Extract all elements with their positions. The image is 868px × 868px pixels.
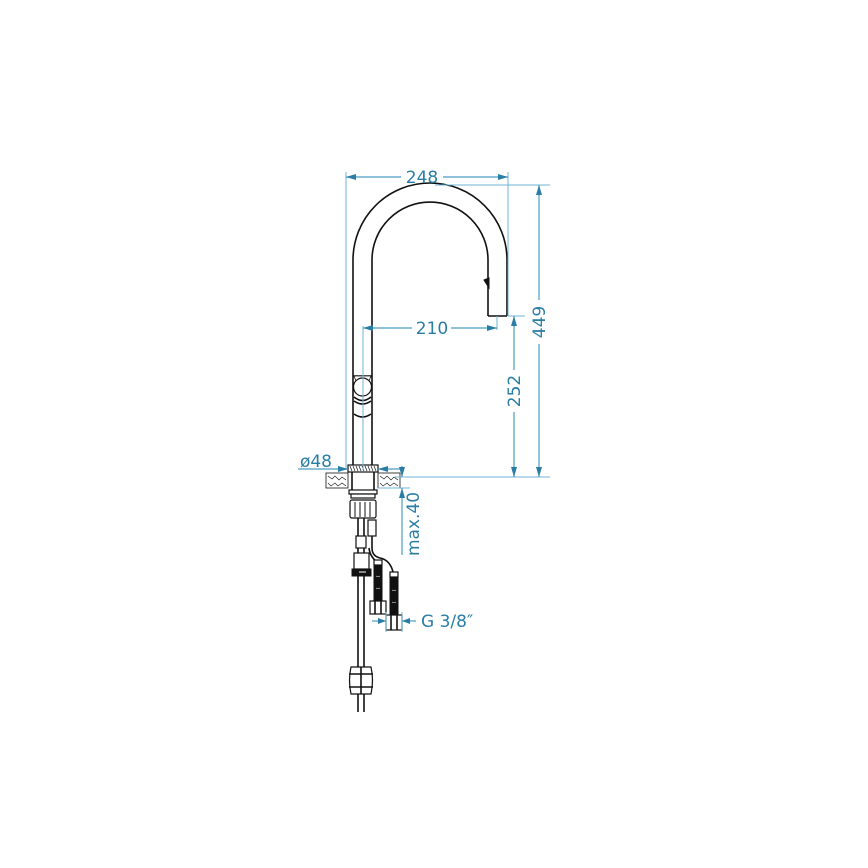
dimension-label-g38: G 3/8″: [421, 612, 473, 632]
dimension-base-diameter: ø48: [298, 452, 400, 472]
deck-mount: [325, 464, 401, 519]
dimension-deck-thickness: max.40: [378, 466, 424, 556]
dimension-label-210: 210: [416, 319, 448, 339]
dimension-overall-height: 449: [395, 184, 550, 478]
dimension-label-248: 248: [406, 168, 438, 188]
dimension-spout-reach: 210: [362, 316, 498, 470]
dimension-label-449: 449: [530, 306, 550, 338]
supply-hoses: [348, 518, 403, 712]
dimension-spout-height: 252: [505, 315, 525, 477]
dimension-label-252: 252: [505, 375, 525, 407]
dimension-label-max40: max.40: [404, 492, 424, 556]
dimension-overall-width: 248: [345, 168, 509, 470]
dimension-connection-thread: G 3/8″: [372, 612, 473, 632]
dimension-label-d48: ø48: [300, 452, 332, 472]
